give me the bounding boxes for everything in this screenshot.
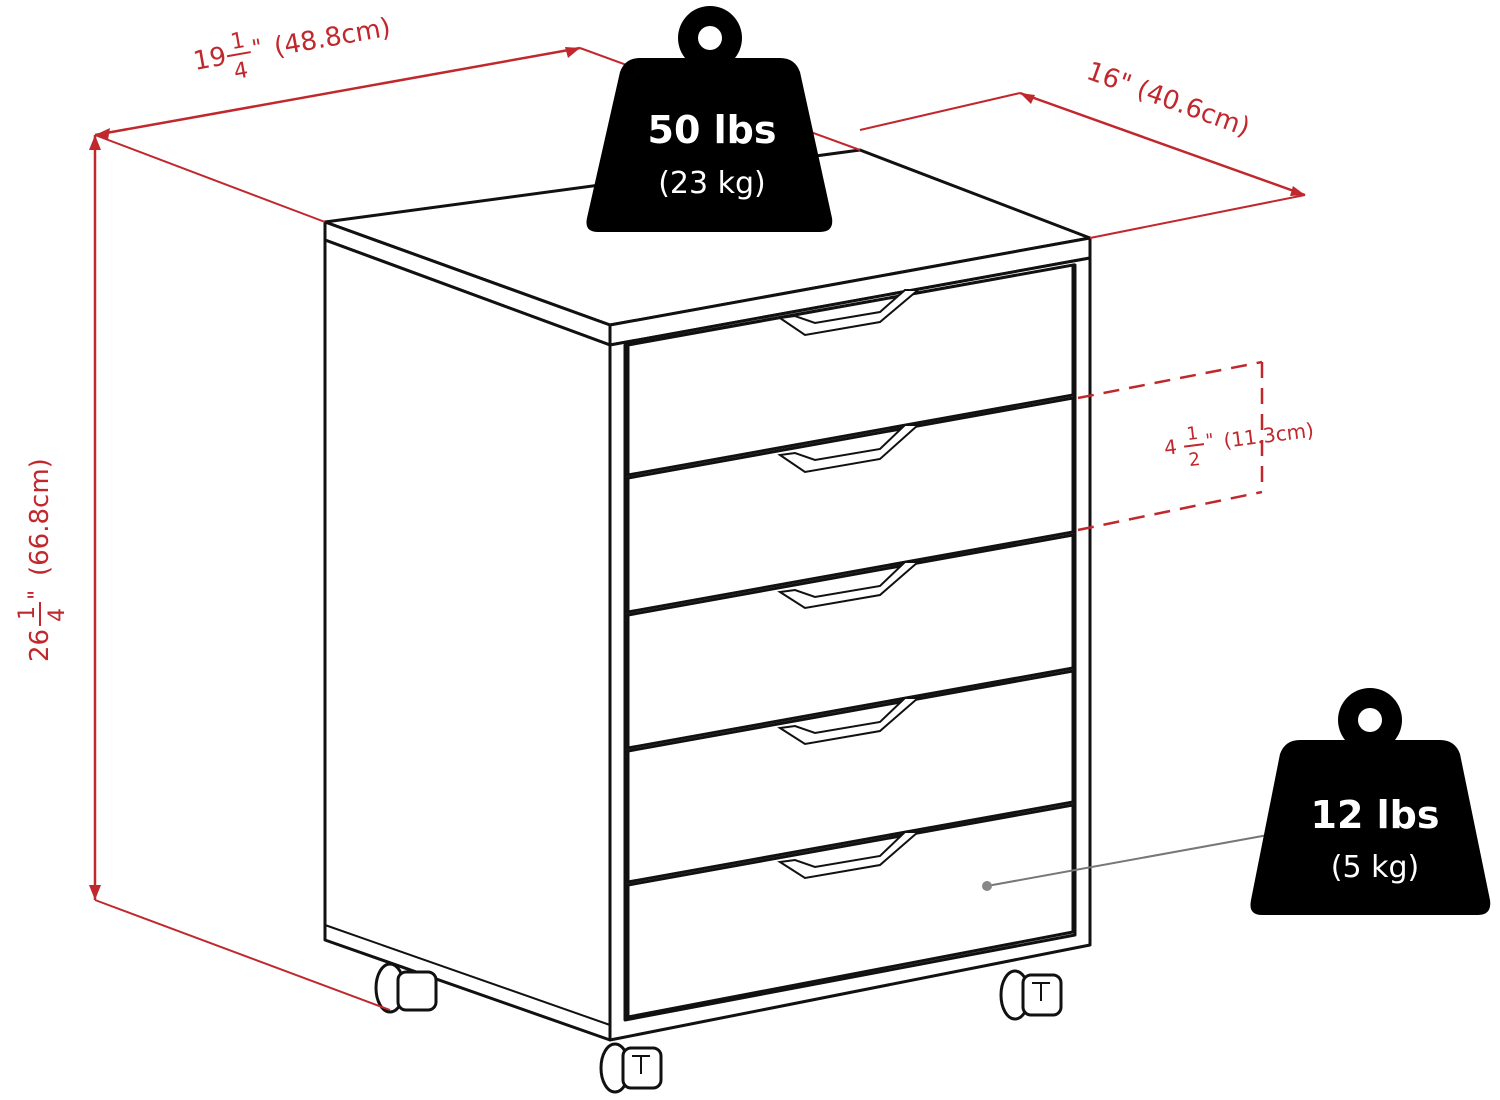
width-numerator: 1 — [229, 28, 247, 55]
width-whole: 19 — [191, 42, 229, 77]
depth-text: 16" (40.6cm) — [1083, 56, 1254, 143]
pointer-dot — [982, 881, 992, 891]
cabinet-side — [323, 238, 612, 1042]
drawer-height-denominator: 2 — [1188, 449, 1202, 471]
casters — [374, 962, 1063, 1094]
width-unit: " — [250, 35, 264, 61]
height-whole: 26 — [25, 629, 55, 662]
caster-back-left — [374, 962, 438, 1014]
drawer-5 — [626, 803, 1075, 1019]
height-denominator: 4 — [45, 608, 70, 622]
width-denominator: 4 — [232, 58, 250, 85]
drawer-2 — [626, 396, 1075, 614]
drawer-height-whole: 4 — [1163, 435, 1179, 460]
drawer-4 — [626, 669, 1075, 884]
total-weight-kg: (23 kg) — [658, 166, 766, 201]
width-metric: (48.8cm) — [272, 13, 393, 63]
depth-label: 16" (40.6cm) — [1083, 56, 1254, 143]
drawers — [626, 263, 1075, 1019]
height-numerator: 1 — [15, 606, 40, 620]
weight-icon-total: 50 lbs (23 kg) — [586, 6, 833, 232]
total-weight-lbs: 50 lbs — [648, 108, 777, 152]
height-metric: (66.8cm) — [25, 458, 55, 576]
drawer-1 — [626, 263, 1075, 477]
caster-back-right — [999, 969, 1063, 1021]
drawer-weight-pointer — [986, 834, 1269, 887]
drawer-height-metric: (11.3cm) — [1222, 418, 1315, 453]
weight-icon-drawer: 12 lbs (5 kg) — [1250, 688, 1491, 915]
height-label: 26 1 4 " (66.8cm) — [15, 458, 70, 662]
drawer-weight-kg: (5 kg) — [1331, 850, 1419, 885]
drawer-height-bracket — [1077, 360, 1264, 532]
height-unit: " — [25, 590, 50, 600]
drawer-3 — [626, 533, 1075, 750]
caster-front — [599, 1042, 663, 1094]
drawer-height-unit: " — [1204, 430, 1215, 452]
drawer-weight-lbs: 12 lbs — [1311, 793, 1440, 837]
width-label: 19 1 4 " (48.8cm) — [191, 13, 393, 85]
drawer-height-label: 4 1 2 " (11.3cm) — [1163, 418, 1315, 471]
drawer-height-numerator: 1 — [1185, 423, 1199, 445]
dimension-arrowheads — [89, 47, 1305, 900]
